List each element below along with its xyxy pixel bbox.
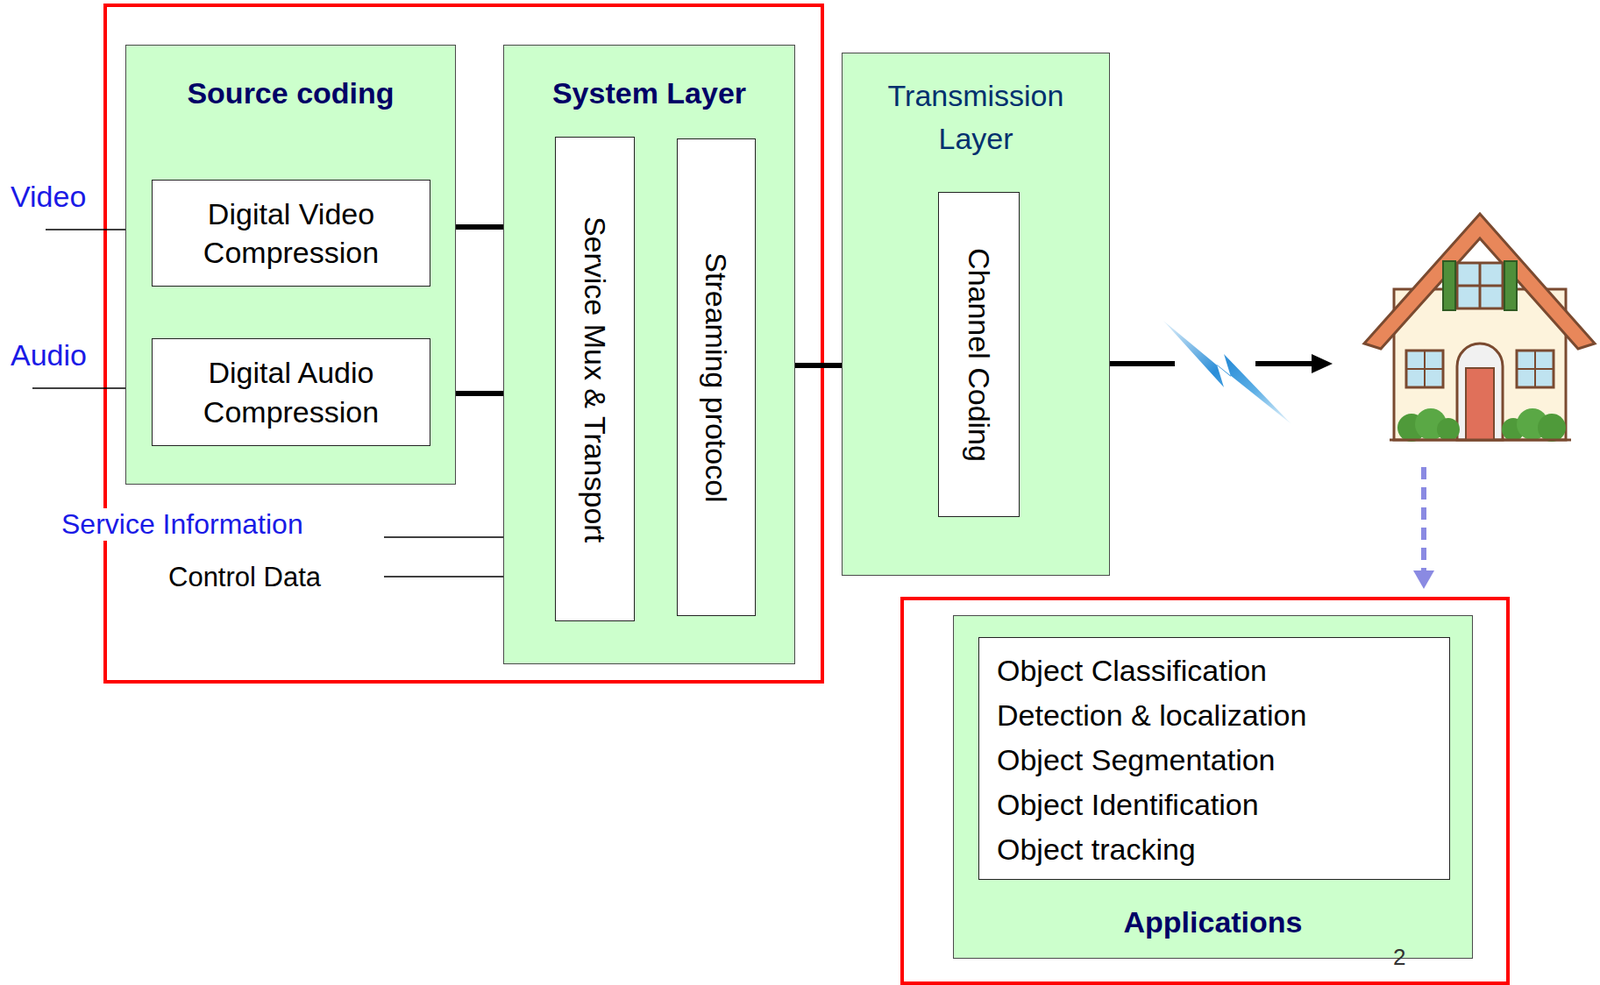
box-label: Service Mux & Transport — [576, 215, 613, 542]
layer-panel: Service Mux & Transport Streaming protoco… — [503, 44, 796, 665]
list-item: Object Segmentation — [996, 738, 1432, 783]
signal-label: Video — [10, 179, 86, 214]
list-box: Object ClassificationDetection & localiz… — [978, 637, 1451, 881]
layer-title: Source coding — [126, 71, 456, 115]
signal-label: Service Information — [61, 508, 304, 541]
page-number: 2 — [1393, 945, 1406, 972]
arrow-head — [1413, 570, 1435, 590]
process-box: Digital Video Compression — [151, 179, 431, 287]
house-icon — [1364, 213, 1595, 442]
list-item: Detection & localization — [996, 693, 1432, 739]
box-label: Digital Video Compression — [161, 194, 421, 272]
signal-label: Control Data — [168, 561, 321, 594]
list-item: Object tracking — [996, 827, 1432, 873]
process-box: Digital Audio Compression — [151, 338, 431, 447]
lightning-bolt — [1163, 320, 1292, 425]
arrow-head — [1311, 354, 1333, 374]
group-frame — [902, 598, 1508, 984]
dashed-arrow — [1421, 467, 1427, 572]
layer-panel: Channel Coding Transmission Layer — [841, 52, 1110, 576]
list-item: Object Classification — [996, 648, 1432, 694]
group-frame — [105, 5, 823, 683]
layer-panel: Digital Video CompressionDigital Audio C… — [125, 44, 456, 485]
layer-panel: Object ClassificationDetection & localiz… — [952, 615, 1473, 960]
layer-title: Applications — [953, 901, 1472, 945]
layer-title: System Layer — [504, 71, 795, 115]
signal-label: Audio — [10, 338, 87, 373]
vertical-box: Service Mux & Transport — [554, 136, 635, 622]
box-label: Channel Coding — [960, 248, 997, 463]
list-item: Object Identification — [996, 782, 1432, 828]
vertical-box: Channel Coding — [938, 192, 1020, 518]
layer-title: Transmission Layer — [870, 74, 1081, 162]
transmit-line — [1109, 361, 1175, 367]
box-label: Digital Audio Compression — [161, 353, 421, 431]
vertical-box: Streaming protocol — [676, 138, 756, 617]
box-label: Streaming protocol — [698, 252, 735, 503]
transmit-arrow — [1255, 361, 1316, 367]
